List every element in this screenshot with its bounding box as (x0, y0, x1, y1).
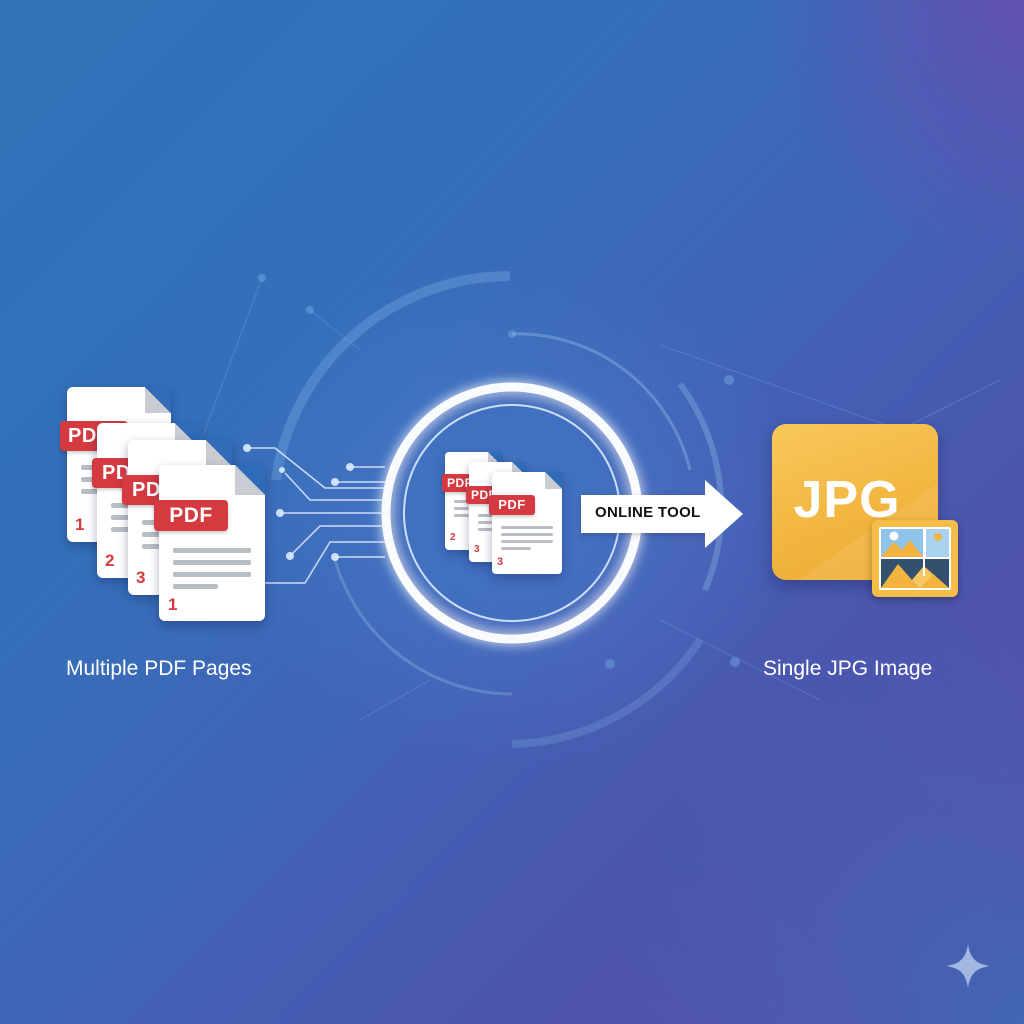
jpg-file-icon: JPG (772, 424, 938, 580)
text-line (501, 533, 553, 536)
text-line (501, 547, 531, 550)
arrow-right-icon (705, 480, 743, 548)
text-line (173, 572, 251, 577)
page-number: 3 (497, 556, 504, 568)
text-line (501, 540, 553, 543)
text-line (142, 544, 172, 549)
caption-single-jpg-image: Single JPG Image (763, 657, 933, 680)
text-line (173, 584, 218, 589)
online-tool-arrow: ONLINE TOOL (581, 480, 743, 548)
pdf-badge: PDF (489, 495, 535, 515)
online-tool-label: ONLINE TOOL (595, 504, 701, 521)
pdf-badge: PDF (154, 500, 228, 531)
image-thumbnail-icon (872, 520, 958, 597)
text-line (111, 515, 141, 520)
text-line (478, 528, 493, 531)
text-line (454, 514, 469, 517)
page-fold-icon (235, 465, 265, 495)
caption-multiple-pdf-pages: Multiple PDF Pages (66, 657, 252, 680)
jpg-label: JPG (793, 471, 901, 529)
text-line (478, 514, 493, 517)
text-line (142, 532, 172, 537)
page-number: 1 (168, 595, 178, 614)
text-line (81, 489, 111, 494)
text-line (173, 548, 251, 553)
page-number: 3 (136, 568, 146, 587)
page-number: 2 (450, 532, 456, 543)
text-line (454, 500, 469, 503)
pdf-page: PDF 3 (489, 472, 562, 574)
text-line (173, 560, 251, 565)
text-line (501, 526, 553, 529)
text-line (111, 527, 141, 532)
page-fold-icon (145, 387, 171, 413)
text-line (478, 521, 493, 524)
text-line (111, 503, 141, 508)
page-fold-icon (545, 472, 562, 489)
landscape-image-icon (879, 527, 951, 590)
page-number: 2 (105, 551, 115, 570)
pdf-badge: PDF (442, 474, 472, 492)
pdf-badge: PDF (466, 486, 496, 504)
text-line (454, 507, 469, 510)
page-number: 1 (75, 515, 85, 534)
sparkle-icon (946, 944, 990, 988)
page-number: 3 (474, 544, 480, 555)
pdf-page: PDF 1 (154, 465, 265, 621)
page-fold-icon (206, 440, 232, 466)
arrow-shaft (581, 495, 711, 533)
